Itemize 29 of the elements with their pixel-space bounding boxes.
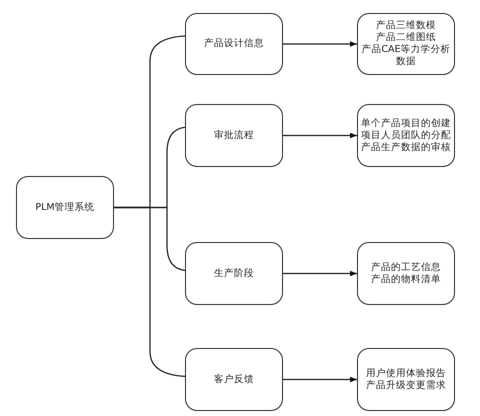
detail-box: [357, 104, 455, 167]
arrow: [283, 376, 357, 382]
box-label: 生产阶段: [214, 268, 254, 280]
list-item: 产品三维数模: [376, 20, 436, 32]
box-label: 客户反馈: [214, 374, 254, 386]
category-box: [185, 242, 283, 305]
list-item: 产品二维图纸: [376, 32, 436, 44]
list-item: 产品升级变更需求: [366, 380, 446, 392]
detail-box: [357, 348, 455, 411]
list-item: 产品生产数据的审核: [361, 142, 451, 154]
list-item: 项目人员团队的分配: [361, 130, 451, 142]
category-box: [185, 348, 283, 411]
arrow: [283, 270, 357, 276]
list-item: 用户使用体验报告: [366, 368, 446, 380]
arrow: [283, 132, 357, 138]
box-label: PLM管理系统: [35, 202, 95, 214]
connector-line: [114, 206, 186, 377]
list-item: 产品的物料清单: [371, 274, 441, 286]
box-label: 产品设计信息: [204, 38, 264, 50]
list-item: 产品CAE等力学分析数据: [360, 44, 452, 68]
category-box: [185, 13, 283, 75]
box-label: 审批流程: [214, 130, 254, 142]
detail-box: [357, 13, 455, 75]
category-box: [185, 104, 283, 167]
list-item: 单个产品项目的创建: [361, 118, 451, 130]
arrow: [283, 41, 357, 47]
detail-box: [357, 242, 455, 305]
list-item: 产品的工艺信息: [371, 262, 441, 274]
system-box: [16, 176, 114, 239]
